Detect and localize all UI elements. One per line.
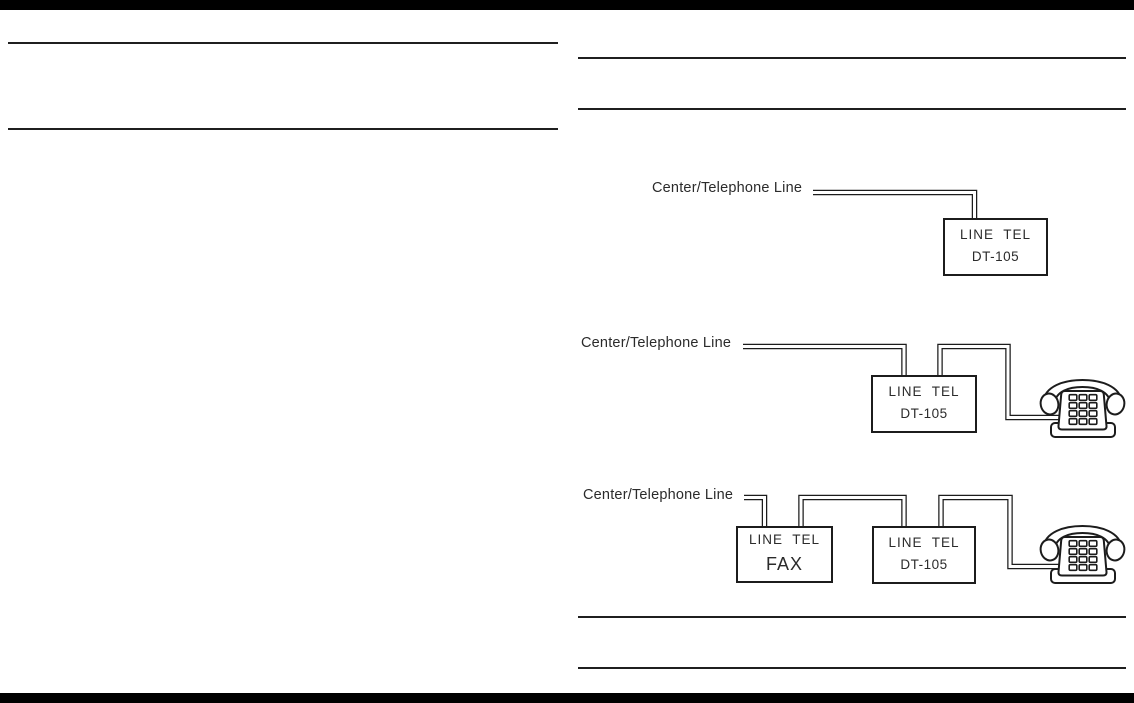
device-box-dt105: LINE TEL DT-105 [871,375,977,433]
top-edge-bar [0,0,1134,10]
left-column-rule-bottom [8,128,558,130]
right-column-rule-2 [578,108,1126,110]
device-box-dt105: LINE TEL DT-105 [872,526,976,584]
center-telephone-line-label: Center/Telephone Line [652,180,803,196]
cable-diagram1 [813,189,978,221]
device-box-dt105: LINE TEL DT-105 [943,218,1048,276]
right-column-rule-1 [578,57,1126,59]
left-column-rule-top [8,42,558,44]
cable-diagram3-to-phone [938,494,1060,570]
box-jack-labels: LINE TEL [959,226,1032,242]
box-model-label: FAX [765,553,803,574]
box-model-label: DT-105 [900,405,948,421]
telephone-icon [1037,379,1128,438]
device-box-fax: LINE TEL FAX [736,526,833,583]
cable-diagram3-fax-to-dt105 [798,494,907,528]
right-column-rule-4 [578,667,1126,669]
center-telephone-line-label: Center/Telephone Line [583,487,734,503]
cable-diagram2-to-phone [937,343,1060,421]
telephone-icon [1037,525,1128,584]
box-jack-labels: LINE TEL [888,383,960,399]
box-jack-labels: LINE TEL [888,534,960,550]
cable-diagram2-line-in [743,343,907,378]
right-column-rule-3 [578,616,1126,618]
box-jack-labels: LINE TEL [748,531,821,547]
center-telephone-line-label: Center/Telephone Line [581,335,732,351]
bottom-edge-bar [0,693,1134,703]
cable-diagram3-line-in [744,494,768,528]
box-model-label: DT-105 [900,556,948,572]
box-model-label: DT-105 [971,248,1020,264]
